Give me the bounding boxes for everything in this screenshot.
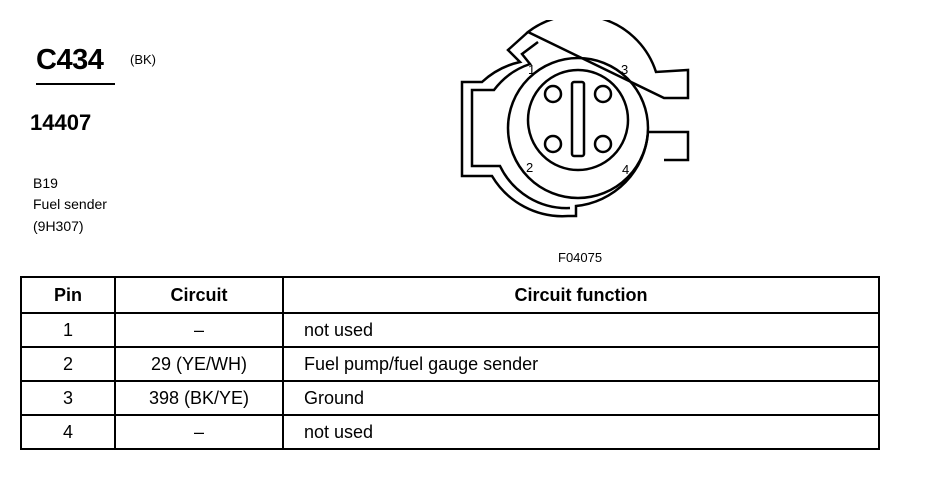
component-part-number: (9H307)	[33, 218, 84, 234]
header-circuit: Circuit	[114, 276, 284, 314]
pin-cell: 3	[20, 380, 116, 416]
circuit-cell: 398 (BK/YE)	[114, 380, 284, 416]
pin-hole-4	[593, 134, 613, 154]
pin-table: Pin Circuit Circuit function 1 – not use…	[20, 276, 880, 450]
pin-label-2: 2	[526, 160, 533, 175]
pin-label-4: 4	[622, 162, 629, 177]
function-cell: not used	[282, 312, 880, 348]
pin-cell: 2	[20, 346, 116, 382]
circuit-cell: 29 (YE/WH)	[114, 346, 284, 382]
figure-id: F04075	[558, 250, 603, 265]
component-code: B19	[33, 175, 58, 191]
function-cell: Ground	[282, 380, 880, 416]
circuit-cell: –	[114, 312, 284, 348]
pin-hole-3	[593, 84, 613, 104]
function-cell: not used	[282, 414, 880, 450]
pin-cell: 4	[20, 414, 116, 450]
housing-inner-outline	[470, 41, 571, 210]
component-name: Fuel sender	[33, 196, 107, 212]
function-cell: Fuel pump/fuel gauge sender	[282, 346, 880, 382]
connector-color: (BK)	[130, 52, 156, 67]
title-underline	[36, 83, 115, 85]
header-pin: Pin	[20, 276, 116, 314]
table-row: 1 – not used	[20, 312, 880, 348]
part-number: 14407	[30, 110, 92, 135]
table-row: 2 29 (YE/WH) Fuel pump/fuel gauge sender	[20, 346, 880, 382]
table-row: 3 398 (BK/YE) Ground	[20, 380, 880, 416]
pin-label-1: 1	[528, 62, 535, 77]
housing-outline	[460, 20, 690, 218]
table-header-row: Pin Circuit Circuit function	[20, 276, 880, 314]
pin-hole-1	[543, 84, 563, 104]
pin-label-3: 3	[621, 62, 628, 77]
connector-face	[526, 68, 630, 172]
pin-cell: 1	[20, 312, 116, 348]
header-circuit-function: Circuit function	[282, 276, 880, 314]
connector-body	[506, 56, 650, 200]
table-row: 4 – not used	[20, 414, 880, 450]
connector-id: C434	[36, 44, 104, 76]
key-slot	[570, 80, 586, 158]
circuit-cell: –	[114, 414, 284, 450]
pin-hole-2	[543, 134, 563, 154]
connector-face-diagram: 1 3 2 4	[460, 20, 690, 218]
